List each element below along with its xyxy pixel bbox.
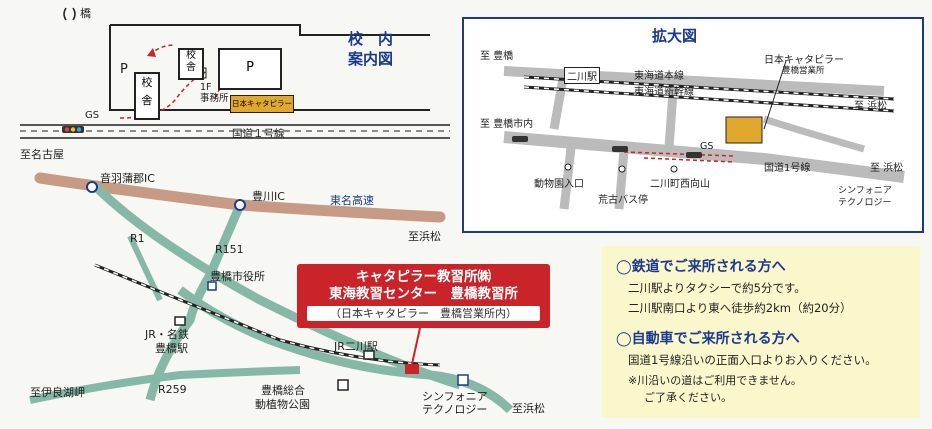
zoom-futagawa-station: 二川駅: [564, 67, 600, 84]
campus-title-line2: 案内図: [348, 50, 394, 68]
zoo-label-1: 豊橋総合: [261, 384, 305, 397]
zoom-futagawa-nishi: 二川町西向山: [650, 179, 710, 190]
zoom-route1: 国道1号線: [764, 163, 811, 174]
jr-toyohashi-label-1: JR・名鉄: [145, 328, 189, 341]
building-label-1: 校 舎: [141, 76, 153, 107]
bridge-label: 橋: [80, 7, 91, 20]
callout-line2: 東海教習センター 豊橋教習所: [329, 286, 518, 302]
zoom-to-hamamatsu-b: 至 浜松: [870, 163, 904, 174]
callout-line1: キャタピラー教習所㈱: [356, 269, 491, 285]
r259-label: R259: [158, 383, 187, 396]
jr-toyohashi-label-2: 豊橋駅: [155, 342, 188, 355]
area-map-graphics: [29, 172, 514, 414]
zoom-gs: GS: [700, 141, 714, 152]
car-line2: ※川沿いの道はご利用できません。: [628, 374, 802, 387]
toyohashi-city-hall-label: 豊橋市役所: [210, 270, 265, 283]
symphonia-label-1: シンフォニア: [422, 390, 488, 403]
zoom-shinkansen: 東海道新幹線: [634, 87, 694, 98]
r151-label: R151: [215, 243, 244, 256]
zoom-company-sub: 豊橋営業所: [782, 66, 825, 76]
zoom-title: 拡大図: [652, 27, 698, 45]
zoom-map: 拡大図 至 豊橋 二川駅 東海道本線 東海道新幹線 日本キャタピラー 豊橋営業所…: [462, 17, 924, 233]
zoom-to-toyohashi-shinai: 至 豊橋市内: [480, 119, 534, 130]
parking-label-1: P: [120, 62, 128, 77]
zoom-tokaido-line: 東海道本線: [634, 71, 684, 82]
car-heading: ◯自動車でご来所される方へ: [616, 331, 800, 347]
zoom-to-hamamatsu-a: 至 浜松: [854, 101, 888, 112]
callout-line3: （日本キャタピラー 豊橋営業所内）: [307, 306, 540, 321]
to-hamamatsu-label-1: 至浜松: [408, 230, 441, 243]
campus-map-graphics: [20, 7, 450, 139]
tomei-label: 東名高速: [330, 194, 374, 207]
car-line1: 国道1号線沿いの正面入口よりお入りください。: [628, 353, 877, 367]
jr-futagawa-label: JR二川駅: [334, 340, 378, 353]
route1-label: 国道１号線: [232, 128, 285, 140]
car-line3: ご了承ください。: [644, 391, 732, 404]
zoom-symphonia-2: テクノロジー: [838, 198, 892, 208]
r1-label: R1: [130, 232, 145, 245]
company-sign: 日本キャタピラー: [230, 95, 294, 113]
gs-label: GS: [85, 110, 100, 121]
zoom-araki-bus-stop: 荒古バス停: [598, 195, 648, 206]
zoom-company: 日本キャタピラー: [764, 55, 844, 66]
office-label: 1F 事務所: [200, 82, 229, 104]
company-callout: キャタピラー教習所㈱ 東海教習センター 豊橋教習所 （日本キャタピラー 豊橋営業…: [297, 264, 550, 328]
rail-line1: 二川駅よりタクシーで約5分です。: [628, 281, 806, 295]
zoom-to-toyohashi: 至 豊橋: [480, 51, 514, 62]
symphonia-label-2: テクノロジー: [422, 403, 488, 416]
zoo-label-2: 動植物公園: [255, 398, 310, 411]
building-label-2: 校 舎: [186, 50, 196, 73]
parking-lot-2: P: [218, 48, 282, 90]
rail-line2: 二川駅南口より東へ徒歩約2km（約20分）: [628, 301, 852, 315]
to-hamamatsu-label-2: 至浜松: [512, 402, 545, 415]
parking-label-2: P: [246, 60, 254, 75]
access-info-box: ◯鉄道でご来所される方へ 二川駅よりタクシーで約5分です。 二川駅南口より東へ徒…: [602, 246, 920, 418]
to-nagoya-label: 至名古屋: [20, 148, 64, 161]
zoom-zoo-entrance: 動物園入口: [534, 179, 584, 190]
school-building-1: 校 舎: [134, 72, 160, 120]
otowa-ic-label: 音羽蒲郡IC: [100, 172, 155, 185]
campus-title-line1: 校 内: [348, 30, 394, 48]
toyokawa-ic-label: 豊川IC: [252, 190, 285, 203]
rail-heading: ◯鉄道でご来所される方へ: [616, 259, 786, 275]
to-irago-label: 至伊良湖岬: [30, 386, 85, 399]
zoom-symphonia-1: シンフォニア: [838, 186, 892, 196]
school-building-2: 校 舎: [178, 48, 204, 80]
